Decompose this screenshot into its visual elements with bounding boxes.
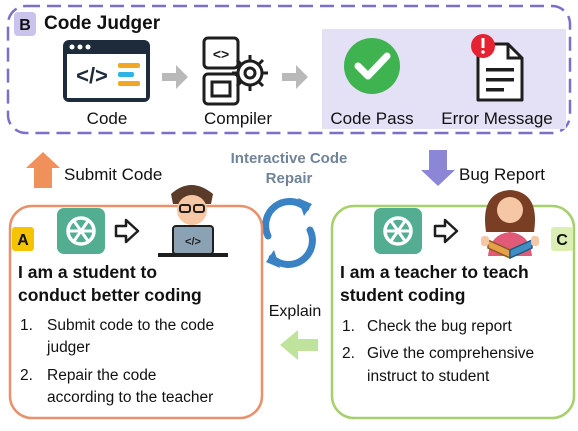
code-judger-title: Code Judger (44, 13, 161, 34)
teacher-item-1-number: 1. (342, 318, 355, 335)
student-panel: A </> I am a student to conduct better c… (8, 185, 264, 420)
sync-icon (262, 198, 316, 268)
code-pass-label: Code Pass (330, 109, 413, 128)
badge-a (12, 227, 34, 251)
explain-label: Explain (269, 303, 321, 320)
badge-b (14, 12, 36, 36)
teacher-panel: C I am a teacher to teach student coding… (330, 190, 576, 420)
badge-b-letter: B (19, 17, 31, 34)
badge-c-letter: C (556, 232, 568, 249)
svg-text:<>: <> (213, 46, 229, 62)
badge-a-letter: A (17, 232, 29, 249)
compiler-label: Compiler (204, 109, 272, 128)
teacher-reading-icon (481, 190, 539, 260)
student-heading-line2: conduct better coding (18, 285, 202, 305)
compiler-icon: <> (202, 36, 268, 106)
student-heading-line1: I am a student to (18, 262, 157, 282)
interactive-repair-label-line2: Repair (266, 170, 313, 187)
student-item-1-number: 1. (20, 317, 33, 334)
svg-text:</>: </> (76, 63, 108, 88)
explain-arrow (280, 330, 318, 360)
chatgpt-icon-teacher (374, 208, 422, 254)
bug-report-label: Bug Report (459, 165, 545, 184)
teacher-item-2-line2: instruct to student (367, 368, 490, 385)
submit-code-arrow (26, 152, 60, 188)
teacher-item-2-number: 2. (342, 345, 355, 362)
code-editor-icon: </> (63, 40, 150, 102)
interactive-repair-label-line1: Interactive Code (231, 150, 348, 167)
student-item-1-line1: Submit code to the code (47, 317, 214, 334)
submit-code-label: Submit Code (64, 165, 162, 184)
error-message-icon (471, 34, 524, 102)
arrow-compiler-to-result (282, 65, 308, 89)
error-message-label: Error Message (441, 109, 552, 128)
arrow-outline-icon-teacher (433, 218, 459, 244)
svg-text:</>: </> (185, 236, 201, 248)
code-judger-panel: B Code Judger </> Code <> Compiler (6, 4, 572, 135)
chatgpt-icon-student (57, 208, 105, 254)
student-programmer-icon: </> (158, 185, 228, 257)
bug-report-arrow (421, 150, 455, 186)
check-icon (344, 38, 400, 94)
student-item-2-number: 2. (20, 367, 33, 384)
teacher-item-2-line1: Give the comprehensive (367, 345, 534, 362)
student-item-2-line2: according to the teacher (47, 389, 213, 406)
teacher-heading-line1: I am a teacher to teach (340, 262, 529, 282)
arrow-code-to-compiler (162, 65, 188, 89)
arrow-outline-icon-student (114, 218, 140, 244)
teacher-item-1-line1: Check the bug report (367, 318, 512, 335)
badge-c (551, 227, 573, 251)
teacher-heading-line2: student coding (340, 285, 465, 305)
code-label: Code (87, 109, 128, 128)
student-item-1-line2: judger (46, 339, 90, 356)
student-item-2-line1: Repair the code (47, 367, 156, 384)
